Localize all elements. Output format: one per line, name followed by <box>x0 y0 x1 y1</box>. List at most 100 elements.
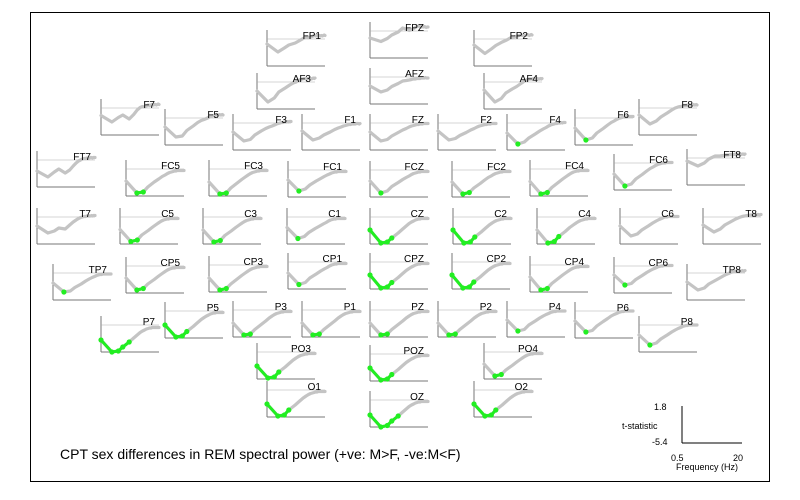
electrode-label: FZ <box>412 115 424 126</box>
series-line <box>368 261 430 290</box>
significant-segment <box>385 236 394 244</box>
significant-point <box>515 141 521 147</box>
series-line <box>286 261 348 287</box>
significant-segment <box>450 273 465 290</box>
electrode-plot-fc4: FC4 <box>528 160 590 197</box>
electrode-label: O1 <box>308 382 322 393</box>
series-line <box>472 389 534 418</box>
significant-segment <box>451 228 466 245</box>
electrode-plot-f5: F5 <box>163 109 225 146</box>
electrode-plot-p1: P1 <box>300 301 362 338</box>
series-line <box>368 169 430 195</box>
electrode-plot-p3: P3 <box>231 301 293 338</box>
series-line <box>99 102 161 124</box>
significant-segment <box>539 287 549 292</box>
series-line <box>285 216 347 241</box>
significant-segment <box>489 408 498 417</box>
electrode-label: AFZ <box>405 69 424 80</box>
electrode-label: F1 <box>344 115 356 126</box>
series-line <box>368 216 430 245</box>
electrode-label: P6 <box>617 303 630 314</box>
significant-segment <box>390 414 400 423</box>
electrode-label: POZ <box>403 346 424 357</box>
series-line <box>368 121 430 143</box>
electrode-label: FP1 <box>303 31 322 42</box>
significant-segment <box>218 191 228 196</box>
electrode-plot-af4: AF4 <box>482 73 544 110</box>
electrode-plot-fpz: FPZ <box>368 22 430 59</box>
electrode-label: CP1 <box>323 254 343 265</box>
series-line <box>255 76 317 104</box>
electrode-label: P2 <box>480 302 493 313</box>
electrode-plot-f8: F8 <box>637 99 699 136</box>
scale-xlabel: Frequency (Hz) <box>676 462 739 472</box>
electrode-label: C3 <box>244 209 257 220</box>
electrode-label: AF3 <box>293 74 312 85</box>
significant-segment <box>135 190 145 195</box>
series-line <box>612 160 674 188</box>
series-line <box>265 33 327 54</box>
electrode-label: CP4 <box>565 257 585 268</box>
electrode-label: PO4 <box>518 344 538 355</box>
series-line <box>118 216 180 244</box>
series-line <box>535 216 597 245</box>
series-line <box>612 263 674 287</box>
series-line <box>35 155 97 179</box>
electrode-plot-o1: O1 <box>264 381 327 419</box>
electrode-label: P3 <box>275 302 288 313</box>
electrode-plot-pz: PZ <box>368 301 430 338</box>
electrode-label: P5 <box>207 303 220 314</box>
significant-segment <box>282 408 291 417</box>
electrode-label: FT7 <box>73 152 91 163</box>
significant-segment <box>163 323 178 339</box>
significant-segment <box>368 366 383 382</box>
electrode-plot-cp4: CP4 <box>528 256 590 293</box>
series-line <box>685 152 747 168</box>
significant-segment <box>385 281 394 289</box>
significant-segment <box>468 235 477 244</box>
electrode-label: F7 <box>143 100 155 111</box>
electrode-label: F3 <box>275 115 287 126</box>
electrode-plot-f7: F7 <box>99 99 161 136</box>
electrode-plot-f1: F1 <box>300 114 362 151</box>
electrode-label: CP5 <box>161 258 181 269</box>
electrode-plot-f6: F6 <box>573 109 635 146</box>
electrode-plot-c6: C6 <box>618 208 680 245</box>
electrode-label: CPZ <box>404 254 424 265</box>
electrode-plot-fcz: FCZ <box>368 161 430 198</box>
electrode-plot-c2: C2 <box>450 208 513 246</box>
electrode-plot-fc3: FC3 <box>207 160 269 197</box>
significant-segment <box>368 228 383 245</box>
electrode-plot-c4: C4 <box>535 208 597 246</box>
scale-x-min-label: 0.5 <box>671 453 684 463</box>
electrode-plot-tp7: TP7 <box>51 264 113 301</box>
electrode-label: P4 <box>549 302 562 313</box>
electrode-plot-t8: T8 <box>701 208 763 245</box>
series-line <box>124 168 186 195</box>
electrode-label: PO3 <box>291 344 311 355</box>
series-line <box>701 212 763 234</box>
significant-segment <box>129 238 139 243</box>
series-line <box>472 32 534 56</box>
electrode-label: F4 <box>549 115 561 126</box>
electrode-label: CP3 <box>244 257 264 268</box>
series-line <box>637 102 699 126</box>
electrode-label: C4 <box>578 209 591 220</box>
significant-point <box>61 289 67 295</box>
electrode-plot-afz: AFZ <box>368 68 430 105</box>
electrode-label: F2 <box>480 115 492 126</box>
electrode-label: CP2 <box>487 254 507 265</box>
electrode-label: FT8 <box>723 150 741 161</box>
electrode-label: F5 <box>207 110 219 121</box>
series-line <box>637 323 699 347</box>
series-line <box>368 75 430 94</box>
significant-segment <box>218 287 228 292</box>
series-line <box>505 309 567 333</box>
series-line <box>368 24 430 44</box>
electrode-label: CP6 <box>649 258 669 269</box>
electrode-plot-p4: P4 <box>505 301 567 338</box>
significant-segment <box>135 287 145 292</box>
electrode-label: FPZ <box>405 23 424 34</box>
series-line <box>685 268 747 292</box>
electrode-label: OZ <box>410 392 424 403</box>
